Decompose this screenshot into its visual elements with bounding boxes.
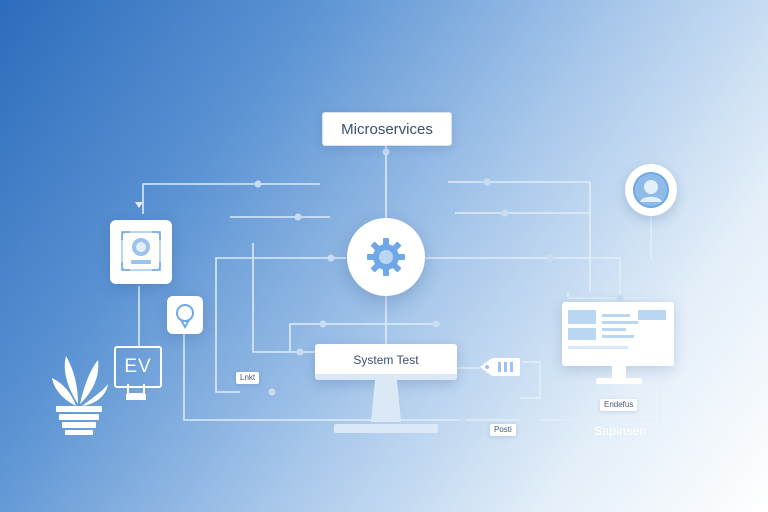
plant-icon (52, 356, 108, 435)
plug-connector-icon[interactable] (478, 352, 526, 382)
line-dot (432, 320, 440, 328)
location-card-node[interactable] (167, 296, 203, 334)
line-dot (501, 209, 509, 217)
id-card-node[interactable] (110, 220, 172, 284)
user-node[interactable] (625, 164, 677, 216)
tag-left: Lnkt (236, 372, 260, 384)
system-test-monitor[interactable]: System Test (315, 344, 457, 380)
line-right-top (448, 181, 591, 292)
line-plug-loop (520, 361, 541, 399)
line-dot (483, 178, 491, 186)
location-pin-icon (176, 304, 194, 330)
line-bottom (183, 334, 520, 421)
dashboard-screen-icon (568, 310, 666, 349)
badge-icon (121, 231, 161, 271)
line-dot (319, 320, 327, 328)
line-right-branch (567, 292, 655, 299)
dashboard-stand-icon (596, 366, 642, 384)
line-dot (616, 294, 624, 302)
line-dot (294, 213, 302, 221)
ev-plug-icon (126, 384, 146, 400)
line-left-top (142, 183, 320, 214)
line-right-main (425, 257, 621, 300)
line-dot (296, 348, 304, 356)
line-dot (327, 254, 335, 262)
gear-icon (367, 238, 405, 276)
line-dot (254, 180, 262, 188)
line-dot (458, 416, 466, 424)
line-inner-cross (289, 323, 440, 352)
arrow-down-icon (135, 202, 143, 208)
line-left-loop (215, 257, 346, 393)
microservices-label: Microservices (322, 112, 452, 146)
ev-node[interactable]: EV (114, 346, 162, 388)
dashboard-monitor[interactable] (562, 302, 674, 366)
tag-right: Endefus (600, 399, 638, 411)
line-left-inner (252, 243, 315, 353)
monitor-stand-icon (334, 380, 438, 433)
gear-node[interactable] (347, 218, 425, 296)
line-right-bottom (540, 386, 661, 421)
tag-bottom: Posti (490, 424, 516, 436)
user-avatar-icon (633, 172, 669, 208)
line-dot (268, 388, 276, 396)
right-caption: Sapinsen (594, 424, 647, 438)
system-test-label: System Test (353, 353, 419, 367)
line-dot (382, 148, 390, 156)
line-dot (546, 254, 554, 262)
